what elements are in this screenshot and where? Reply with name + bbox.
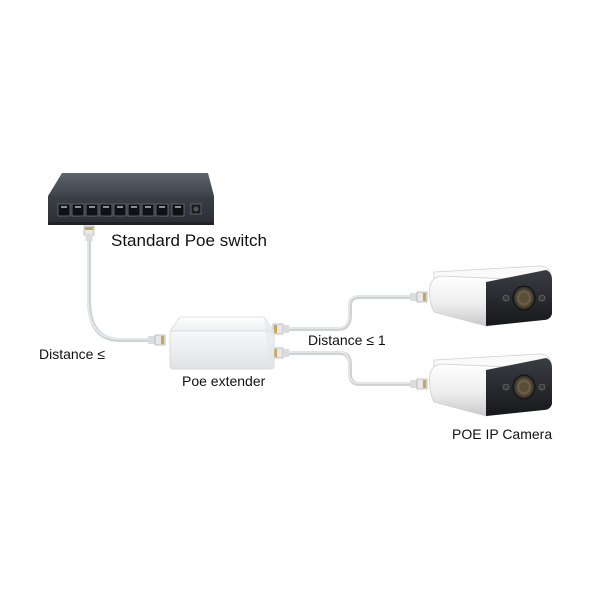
rj45-connector-icon bbox=[83, 225, 95, 241]
rj45-connector-icon bbox=[148, 334, 166, 346]
extender-label: Poe extender bbox=[182, 373, 266, 389]
rj45-connector-icon bbox=[272, 347, 289, 359]
distance-right-label: Distance ≤ 1 bbox=[308, 332, 386, 348]
rj45-connector-icon bbox=[272, 323, 289, 335]
ip-camera-icon bbox=[429, 265, 552, 327]
cable-switch-to-extender bbox=[87, 238, 150, 342]
camera-label: POE IP Camera bbox=[452, 426, 553, 442]
rj45-connector-icon bbox=[410, 378, 428, 390]
rj45-connector-icon bbox=[410, 291, 428, 303]
poe-extender-icon bbox=[169, 316, 275, 370]
switch-label: Standard Poe switch bbox=[111, 231, 267, 250]
cable-extender-to-camera-1 bbox=[286, 295, 414, 331]
distance-left-label: Distance ≤ bbox=[39, 346, 106, 362]
network-switch-icon bbox=[48, 173, 214, 225]
ip-camera-icon bbox=[429, 353, 552, 417]
